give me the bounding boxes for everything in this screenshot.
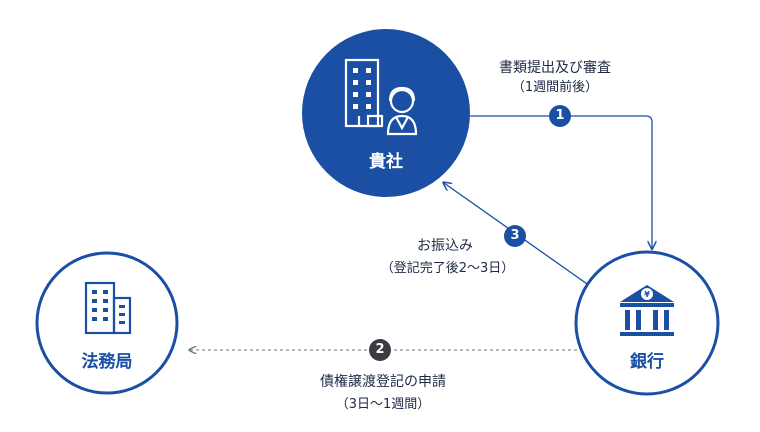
step-3-badge: 3 bbox=[504, 225, 526, 247]
step-1-badge: 1 bbox=[549, 105, 571, 127]
arrow-step-1 bbox=[470, 115, 652, 248]
bank-yen-icon: ¥ bbox=[620, 285, 674, 336]
step-3-title: お振込み bbox=[417, 238, 473, 254]
step-3-detail: （登記完了後2〜3日） bbox=[380, 261, 515, 276]
step-1-title: 書類提出及び審査 bbox=[499, 60, 611, 76]
step-1-detail: （1週間前後） bbox=[511, 80, 599, 95]
step-2-title: 債権譲渡登記の申請 bbox=[320, 374, 446, 390]
step-2-detail: （3日〜1週間） bbox=[335, 397, 431, 412]
registry-label: 法務局 bbox=[81, 352, 133, 372]
step-2-badge: 2 bbox=[369, 339, 391, 361]
office-buildings-icon bbox=[84, 281, 132, 335]
company-node bbox=[302, 29, 470, 197]
registry-node bbox=[35, 251, 179, 395]
office-building-with-person-icon bbox=[344, 58, 418, 136]
svg-text:¥: ¥ bbox=[644, 290, 650, 299]
bank-node bbox=[574, 250, 720, 396]
company-label: 貴社 bbox=[369, 152, 403, 172]
bank-label: 銀行 bbox=[630, 352, 664, 372]
